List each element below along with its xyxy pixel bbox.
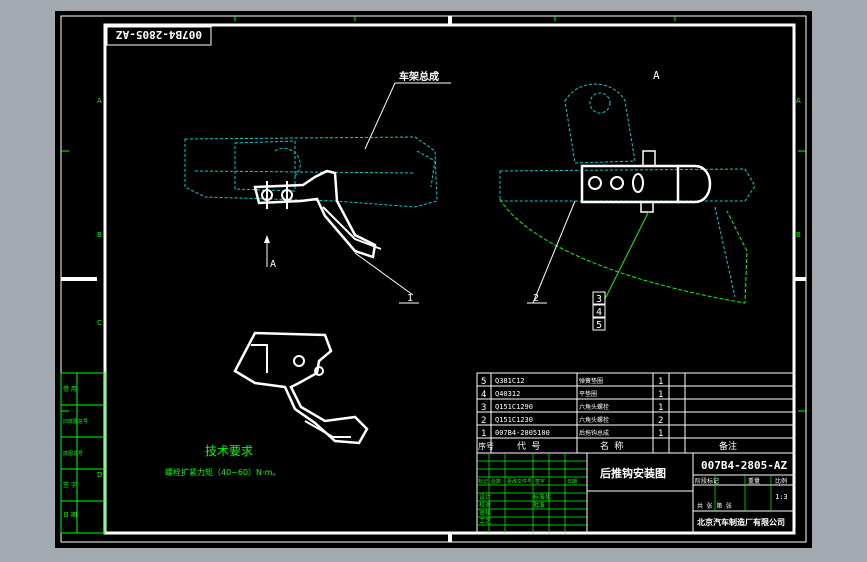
title-block [476, 452, 795, 534]
frame-assembly-label: 车架总成 [399, 70, 439, 83]
callout-2: 2 [533, 293, 539, 304]
bom-name: 六角头螺栓 [579, 403, 609, 411]
zone-letter-a-right: A [796, 97, 801, 105]
bom-name: 平垫圈 [579, 390, 597, 398]
tb-signature: 签字 [535, 478, 545, 485]
bom-header-code: 代 号 [517, 441, 540, 452]
drawing-canvas[interactable]: A B C D A B 借 用 旧底图总号 底图总号 签 字 日 期 007B4… [55, 11, 812, 548]
zone-letter-a: A [97, 97, 102, 105]
zone-letter-c: C [97, 319, 102, 327]
company-name: 北京汽车制造厂有限公司 [697, 517, 785, 527]
callout-5: 5 [596, 320, 602, 331]
bom-code: 007B4-2805100 [495, 429, 550, 437]
callout-box-4 [592, 304, 606, 318]
bom-no: 4 [481, 390, 486, 400]
tb-weight-label: 重量 [748, 477, 760, 485]
tb-process: 工艺 [479, 517, 491, 525]
leader-1 [354, 252, 414, 296]
iso-hook-view [233, 331, 369, 445]
callout-box-3 [592, 291, 606, 305]
strip-label-5: 日 期 [63, 511, 77, 519]
zone-letter-b: B [97, 231, 102, 239]
bom-name: 后拖钩总成 [579, 429, 609, 437]
strip-label-4: 签 字 [63, 481, 77, 489]
tb-approve: 批准 [533, 501, 545, 509]
zone-ticks [61, 16, 806, 412]
tb-check: 校对 [479, 501, 491, 509]
bom-qty: 1 [658, 429, 663, 439]
tb-scale-label: 比例 [775, 477, 787, 485]
callout-1: 1 [407, 293, 413, 304]
right-view-hook [580, 150, 712, 213]
view-arrow-head [264, 235, 270, 243]
view-arrow-label: A [270, 259, 276, 270]
bom-code: Q381C12 [495, 377, 525, 385]
zone-letter-b-right: B [796, 231, 801, 239]
tech-requirements-text: 螺栓扩紧力矩（40~60）N·m。 [165, 467, 280, 477]
bom-code: Q40312 [495, 390, 520, 398]
bom-header-remark: 备注 [719, 440, 737, 452]
outer-border [60, 15, 807, 543]
tb-stage-label: 阶段标记 [695, 477, 719, 485]
callout-box-5 [592, 317, 606, 331]
tb-count: 处数 [491, 478, 501, 485]
bom-no: 3 [481, 403, 486, 413]
mirrored-drawing-number: 007B4-2805-AZ [116, 28, 202, 41]
callout-3: 3 [596, 294, 602, 305]
bom-rows: 5 Q381C12 弹簧垫圈 1 4 Q40312 平垫圈 1 3 Q151C1… [478, 377, 737, 452]
tb-design: 设计 [479, 493, 491, 501]
bom-code: Q151C1230 [495, 416, 533, 424]
leader-2 [532, 200, 576, 304]
bom-no: 1 [481, 429, 486, 439]
right-view-frame [499, 83, 756, 304]
bom-no: 5 [481, 377, 486, 387]
bom-no: 2 [481, 416, 486, 426]
tb-date: 日期 [567, 479, 577, 485]
left-view-hook [253, 169, 382, 259]
drawing-svg: A B C D A B 借 用 旧底图总号 底图总号 签 字 日 期 007B4… [60, 15, 807, 543]
strip-label-1: 借 用 [63, 385, 77, 393]
bom-qty: 1 [658, 403, 663, 413]
zone-letter-d: D [97, 471, 102, 479]
leader-345 [604, 210, 650, 300]
drawing-number: 007B4-2805-AZ [701, 459, 787, 472]
bom-name: 六角头螺栓 [579, 416, 609, 424]
bom-name: 弹簧垫圈 [579, 377, 603, 385]
strip-label-3: 底图总号 [63, 450, 83, 457]
bom-header-name: 名 称 [600, 440, 623, 452]
mirrored-number-box: 007B4-2805-AZ [106, 26, 212, 46]
left-strip [60, 372, 106, 534]
callout-4: 4 [596, 307, 602, 318]
tb-standard: 标准化 [533, 493, 551, 501]
bom-table [476, 372, 795, 454]
tech-requirements-title: 技术要求 [205, 444, 253, 458]
tb-scale-value: 1:3 [775, 493, 788, 501]
bom-qty: 2 [658, 416, 663, 426]
drawing-title: 后推钩安装图 [600, 466, 666, 480]
tb-change-doc: 更改文件号 [507, 478, 532, 485]
bom-qty: 1 [658, 390, 663, 400]
bom-code: Q151C1290 [495, 403, 533, 411]
view-a-title: A [653, 69, 660, 82]
tb-sheet-label: 共 张 第 张 [697, 502, 732, 510]
tb-mark: 标记 [478, 478, 488, 485]
tb-review: 审核 [479, 509, 491, 517]
left-view-frame [184, 136, 438, 208]
frame-leader [364, 82, 396, 150]
bom-qty: 1 [658, 377, 663, 387]
strip-label-2: 旧底图总号 [63, 418, 88, 425]
bom-header-no: 序号 [478, 441, 494, 451]
